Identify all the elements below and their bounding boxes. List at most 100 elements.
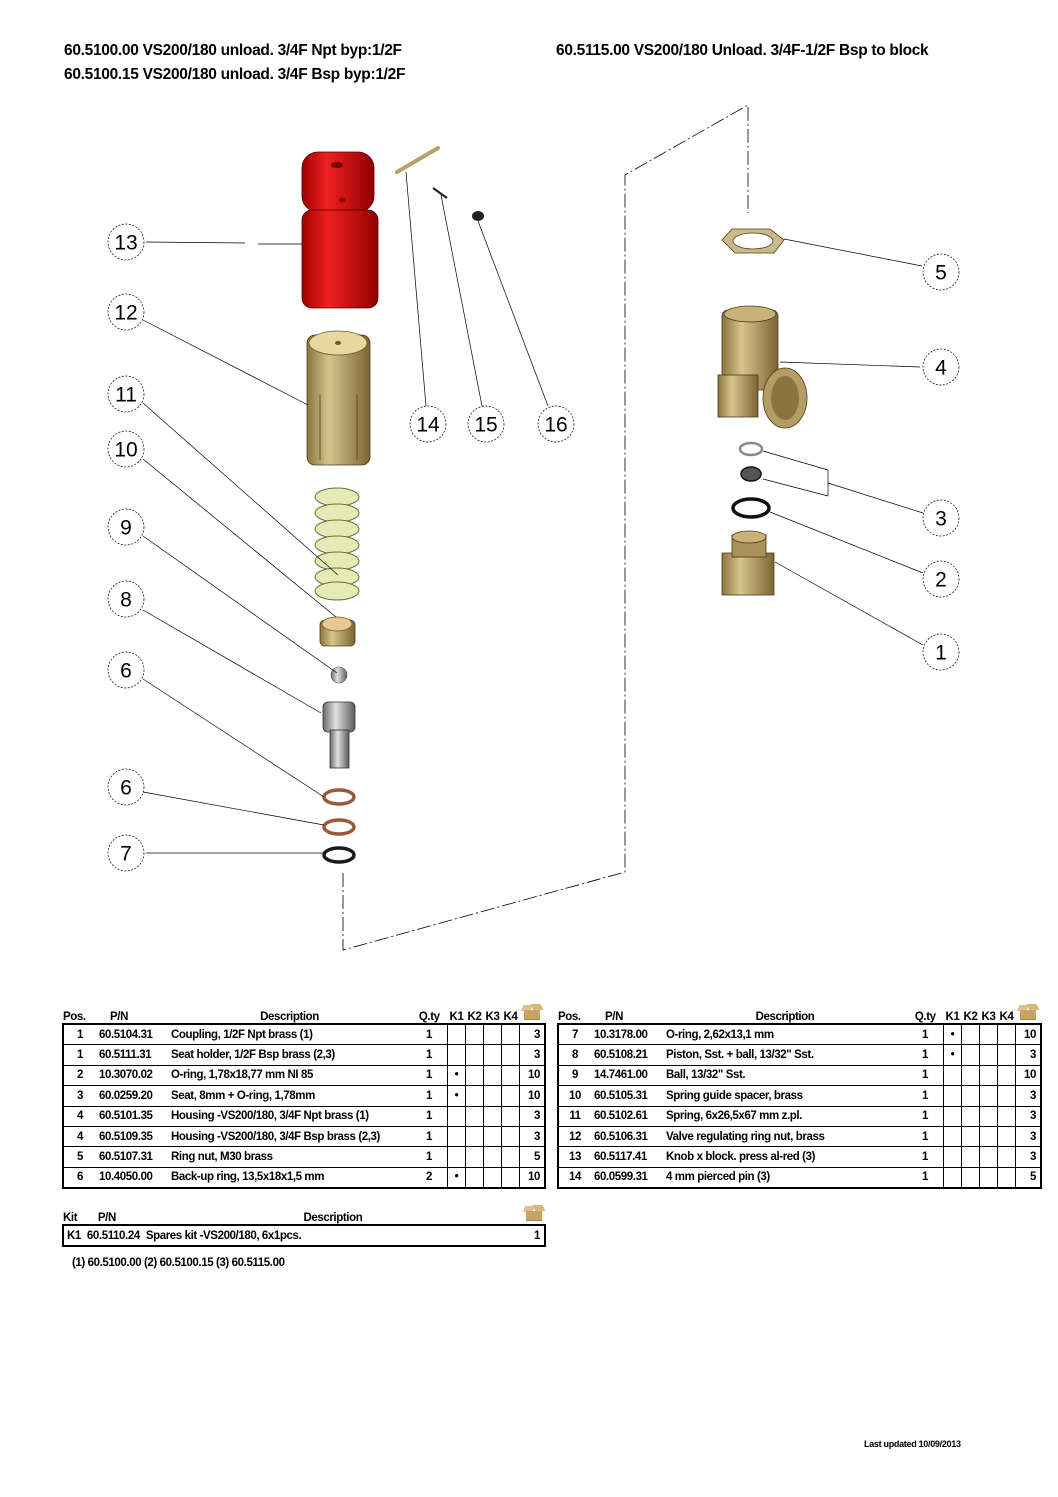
col-k2: K2	[963, 1011, 978, 1023]
box-quantity: 3	[519, 1105, 546, 1127]
part-11-spring	[314, 487, 360, 601]
callout-10	[107, 430, 145, 468]
callout-16	[537, 405, 575, 443]
variant-footnote: (1) 60.5100.00 (2) 60.5100.15 (3) 60.511…	[72, 1257, 285, 1269]
kit-k3-mark	[483, 1023, 502, 1046]
kit-k3-mark	[979, 1146, 998, 1168]
part-quantity: 1	[907, 1044, 944, 1066]
kit-k3-mark	[483, 1166, 502, 1190]
kit-k1-mark	[943, 1125, 962, 1148]
col-k1: K1	[449, 1011, 464, 1023]
part-13-knob	[301, 151, 379, 309]
kit-k4-mark	[997, 1044, 1016, 1066]
part-position: 11	[557, 1105, 591, 1127]
part-position: 6	[62, 1166, 96, 1190]
callout-label: 12	[114, 302, 137, 325]
assembly-axis-line	[342, 104, 749, 951]
box-quantity: 3	[1015, 1105, 1042, 1127]
box-quantity: 10	[519, 1166, 546, 1190]
part-7-o-ring	[322, 846, 356, 864]
kit-k2-mark	[961, 1105, 980, 1127]
part-description: Back-up ring, 13,5x18x1,5 mm	[168, 1166, 411, 1190]
part-number: 10.3178.00	[591, 1023, 663, 1046]
part-number: 60.0599.31	[591, 1166, 663, 1190]
kit-box-qty: 1	[523, 1223, 546, 1248]
title-60-5100-00: 60.5100.00 VS200/180 unload. 3/4F Npt by…	[64, 42, 402, 59]
part-number: 60.5108.21	[591, 1044, 663, 1066]
kit-description: Spares kit -VS200/180, 6x1pcs.	[142, 1223, 523, 1248]
callout-label: 6	[120, 660, 132, 683]
callout-label: 4	[935, 357, 947, 380]
kit-k2-mark	[465, 1085, 484, 1107]
part-3-seat	[740, 466, 762, 482]
part-position: 1	[62, 1044, 96, 1066]
box-quantity: 3	[1015, 1085, 1042, 1107]
kit-k2-mark	[961, 1146, 980, 1168]
last-updated: Last updated 10/09/2013	[864, 1439, 961, 1449]
part-description: Housing -VS200/180, 3/4F Bsp brass (2,3)	[168, 1125, 411, 1148]
kit-k4-mark	[997, 1166, 1016, 1190]
box-quantity: 3	[519, 1125, 546, 1148]
part-number: 10.3070.02	[96, 1064, 168, 1087]
callout-label: 6	[120, 777, 132, 800]
part-description: Knob x block. press al-red (3)	[663, 1146, 907, 1168]
box-quantity: 3	[519, 1044, 546, 1066]
kit-k1-mark	[447, 1125, 466, 1148]
part-description: O-ring, 1,78x18,77 mm NI 85	[168, 1064, 411, 1087]
kit-k1-mark	[447, 1105, 466, 1127]
part-position: 3	[62, 1085, 96, 1107]
kit-k2-mark	[465, 1105, 484, 1127]
box-icon	[520, 1004, 544, 1020]
kit-k4-mark	[501, 1125, 520, 1148]
col-description: Description	[260, 1011, 319, 1023]
part-3-o-ring	[738, 441, 764, 457]
col-k4: K4	[503, 1011, 518, 1023]
col-k1: K1	[945, 1011, 960, 1023]
kit-k1-mark	[447, 1044, 466, 1066]
part-number: 60.5106.31	[591, 1125, 663, 1148]
part-2-o-ring	[731, 497, 771, 519]
callout-9	[107, 508, 145, 546]
part-position: 8	[557, 1044, 591, 1066]
kit-k2-mark	[465, 1044, 484, 1066]
part-quantity: 1	[411, 1146, 448, 1168]
part-quantity: 1	[907, 1125, 944, 1148]
callout-6a	[107, 651, 145, 689]
kit-k1-mark: •	[447, 1166, 466, 1190]
part-number: 60.5101.35	[96, 1105, 168, 1127]
part-15-clip	[432, 187, 448, 199]
kit-k2-mark	[961, 1166, 980, 1190]
part-description: Valve regulating ring nut, brass	[663, 1125, 907, 1148]
part-description: Seat holder, 1/2F Bsp brass (2,3)	[168, 1044, 411, 1066]
part-position: 13	[557, 1146, 591, 1168]
part-position: 9	[557, 1064, 591, 1087]
kit-k4-mark	[501, 1085, 520, 1107]
leader-lines	[142, 171, 924, 854]
part-position: 5	[62, 1146, 96, 1168]
kit-k3-mark	[483, 1044, 502, 1066]
part-quantity: 2	[411, 1166, 448, 1190]
part-number: 60.5105.31	[591, 1085, 663, 1107]
kit-k4-mark	[997, 1105, 1016, 1127]
kit-k3-mark	[979, 1085, 998, 1107]
part-quantity: 1	[411, 1044, 448, 1066]
part-12-ring-nut	[306, 330, 371, 466]
kit-table: Kit P/N Description K1 60.5110.24 Spares…	[62, 1204, 546, 1248]
part-4-housing	[717, 305, 808, 429]
kit-k4-mark	[997, 1085, 1016, 1107]
kit-k2-mark	[465, 1166, 484, 1190]
kit-k3-mark	[979, 1023, 998, 1046]
part-quantity: 1	[907, 1064, 944, 1087]
part-position: 12	[557, 1125, 591, 1148]
part-description: Coupling, 1/2F Npt brass (1)	[168, 1023, 411, 1046]
col-pn: P/N	[605, 1011, 623, 1023]
part-position: 4	[62, 1105, 96, 1127]
